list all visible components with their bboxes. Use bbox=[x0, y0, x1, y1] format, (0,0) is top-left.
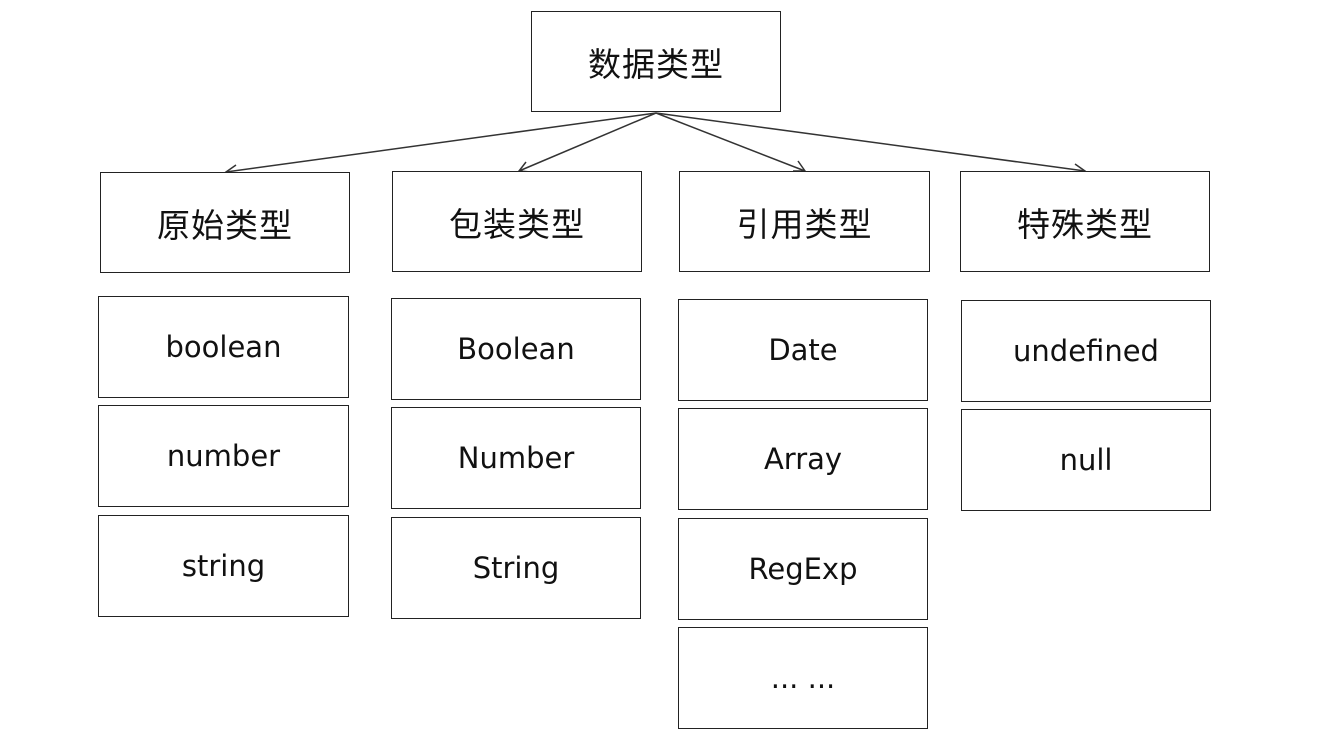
edge-root-wrapper bbox=[518, 112, 657, 172]
type-label: ... ... bbox=[770, 661, 836, 695]
type-node: string bbox=[98, 515, 349, 617]
type-node: boolean bbox=[98, 296, 349, 398]
category-node-wrapper: 包装类型 bbox=[392, 171, 642, 272]
type-node: Date bbox=[678, 299, 928, 401]
category-label: 引用类型 bbox=[736, 204, 873, 244]
type-label: RegExp bbox=[748, 552, 858, 586]
type-label: Date bbox=[768, 333, 838, 367]
edge-root-reference bbox=[655, 112, 806, 172]
type-node: Boolean bbox=[391, 298, 641, 400]
type-node: Array bbox=[678, 408, 928, 510]
type-label: String bbox=[472, 551, 560, 585]
category-node-primitive: 原始类型 bbox=[100, 172, 350, 273]
type-label: Array bbox=[763, 442, 843, 476]
category-label: 特殊类型 bbox=[1017, 204, 1153, 244]
type-node: number bbox=[98, 405, 349, 507]
type-label: undefined bbox=[1013, 334, 1159, 368]
type-node: String bbox=[391, 517, 641, 619]
type-label: null bbox=[1059, 443, 1113, 477]
type-label: string bbox=[181, 549, 266, 583]
type-node: null bbox=[961, 409, 1211, 511]
category-label: 包装类型 bbox=[449, 204, 585, 244]
type-node: undefined bbox=[961, 300, 1211, 402]
category-node-reference: 引用类型 bbox=[679, 171, 930, 272]
category-node-special: 特殊类型 bbox=[960, 171, 1210, 272]
root-node: 数据类型 bbox=[531, 11, 781, 112]
category-label: 原始类型 bbox=[157, 205, 293, 245]
type-node: Number bbox=[391, 407, 641, 509]
edge-root-special bbox=[655, 112, 1086, 172]
root-node-label: 数据类型 bbox=[588, 44, 724, 84]
arrowhead-reference bbox=[793, 160, 807, 172]
type-label: Boolean bbox=[457, 332, 575, 366]
type-label: Number bbox=[457, 441, 575, 475]
edge-root-primitive bbox=[225, 112, 657, 173]
type-label: number bbox=[166, 439, 281, 473]
type-node: RegExp bbox=[678, 518, 928, 620]
type-node: ... ... bbox=[678, 627, 928, 729]
type-label: boolean bbox=[165, 330, 282, 364]
